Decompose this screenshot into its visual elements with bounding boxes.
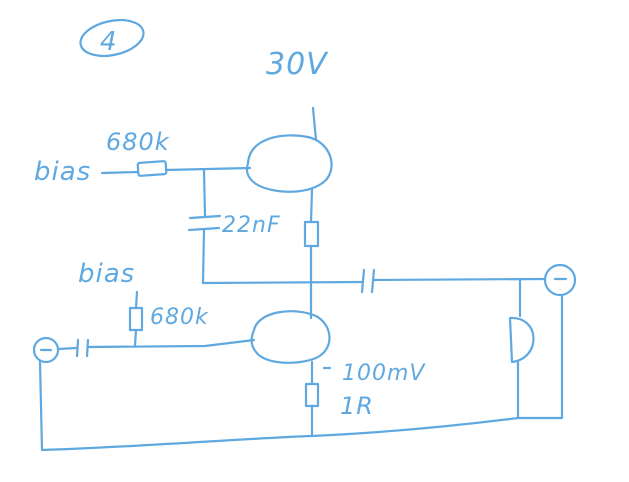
top-transistor bbox=[245, 134, 333, 193]
signal-label: 100mV bbox=[342, 361, 426, 386]
supply-wire bbox=[311, 106, 318, 142]
top-bias-resistor bbox=[136, 160, 168, 177]
capacitor-label: 22nF bbox=[222, 213, 281, 238]
mid-rail bbox=[201, 280, 364, 285]
output-wire bbox=[372, 277, 547, 282]
output-cap-plate-left bbox=[360, 268, 366, 294]
top-emitter-wire bbox=[309, 188, 314, 224]
input-cap-plate-left bbox=[75, 338, 80, 358]
page-number: 4 bbox=[100, 27, 118, 57]
top-base-wire bbox=[164, 166, 252, 172]
bottom-bias-resistor bbox=[128, 306, 144, 332]
input-cap-plate-right bbox=[85, 338, 90, 358]
top-emitter-resistor bbox=[303, 220, 320, 248]
bottom-bias-wire bbox=[134, 290, 139, 310]
capacitor-bottom-wire bbox=[201, 228, 206, 285]
bottom-bias-to-input bbox=[133, 328, 138, 348]
top-bias-wire bbox=[100, 170, 140, 175]
capacitor-plate-top bbox=[188, 214, 222, 220]
output-terminal bbox=[543, 263, 577, 297]
output-cap-plate-right bbox=[370, 268, 376, 294]
input-wire bbox=[56, 346, 78, 351]
bottom-bias-resistor-label: 680k bbox=[150, 305, 209, 330]
capacitor-top-wire bbox=[202, 168, 207, 218]
bottom-emitter-resistor bbox=[304, 382, 320, 408]
output-return-wire bbox=[516, 294, 564, 420]
top-bias-resistor-label: 680k bbox=[106, 128, 170, 156]
emitter-resistor-label: 1R bbox=[340, 392, 374, 420]
ground-rail bbox=[40, 416, 520, 452]
load-symbol bbox=[508, 316, 535, 364]
supply-voltage-label: 30V bbox=[266, 47, 329, 82]
top-bias-label: bias bbox=[34, 157, 91, 187]
bottom-bias-label: bias bbox=[78, 259, 135, 289]
page-number-circle bbox=[79, 18, 145, 58]
input-return-wire bbox=[38, 360, 44, 452]
input-base-wire bbox=[86, 338, 256, 349]
bottom-transistor bbox=[250, 310, 331, 364]
